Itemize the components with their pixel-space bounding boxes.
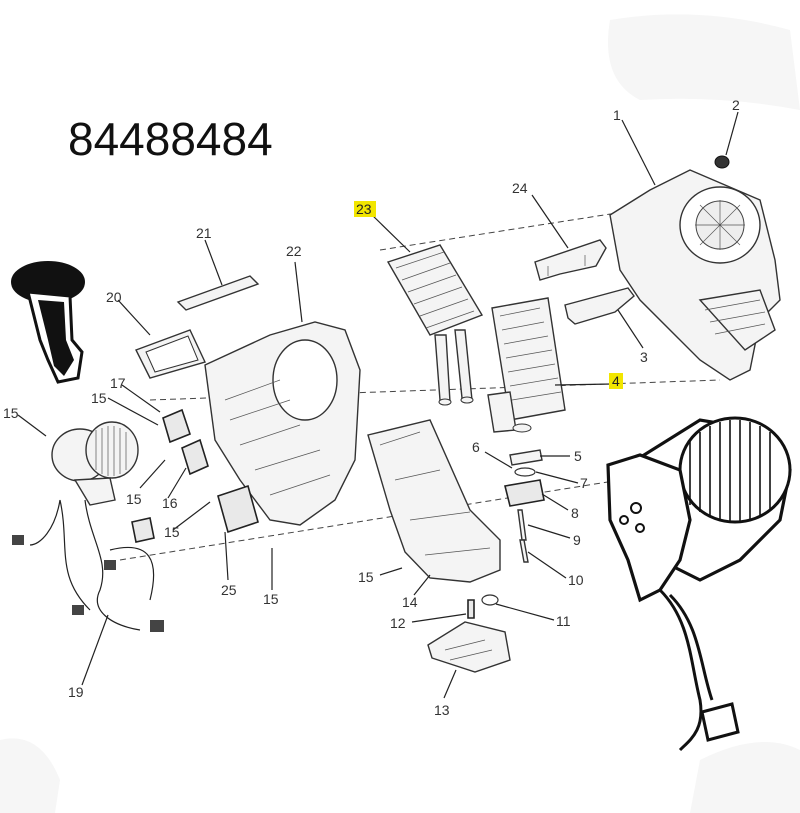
part-drain-housing [427,621,511,673]
callout-15-f: 15 [263,591,279,607]
part-upper-bracket [534,239,607,281]
part-seal-frame [135,329,206,379]
callout-14: 14 [402,594,418,610]
callout-16: 16 [162,495,178,511]
part-main-housing [204,321,361,526]
callout-labels: 1 2 3 4 5 6 7 8 9 10 11 12 13 14 15 15 1… [3,97,740,718]
part-blower-motor-small [51,421,139,506]
part-upper-housing [609,169,781,381]
callout-6: 6 [472,439,480,455]
callout-3: 3 [640,349,648,365]
callout-1: 1 [613,107,621,123]
callout-23-highlight [354,201,376,217]
part-grommet [714,155,730,169]
callout-10: 10 [568,572,584,588]
callout-2: 2 [732,97,740,113]
part-actuator-lower [181,438,209,476]
background-smudge [608,14,800,110]
callout-11: 11 [556,613,571,629]
part-connector [131,517,155,543]
leader-lines [17,111,739,699]
part-wiring-harness [12,499,164,632]
callout-20: 20 [106,289,122,305]
callout-21: 21 [196,225,212,241]
callout-9: 9 [573,532,581,548]
part-drain-tube [517,509,527,541]
alignment-line [379,199,701,251]
callout-7: 7 [580,475,588,491]
callout-8: 8 [571,505,579,521]
part-blower-resistor [217,484,259,534]
part-valve-seal [509,449,543,466]
callout-5: 5 [574,448,582,464]
callout-15-e: 15 [164,524,180,540]
callout-4-highlight [609,373,623,389]
part-filter [176,275,260,311]
part-actuator-upper [162,408,191,444]
callout-13: 13 [434,702,450,718]
callout-17: 17 [110,375,126,391]
callout-15-d: 15 [126,491,142,507]
callout-25: 25 [221,582,237,598]
part-number-title: 84488484 [68,113,273,165]
background-smudge [0,738,60,813]
callout-19: 19 [68,684,84,700]
callout-22: 22 [286,243,302,259]
pointer-icon [11,261,85,384]
callout-23: 23 [356,201,372,217]
part-stud [519,539,529,563]
part-blower-motor-large [606,416,792,752]
part-expansion-valve [504,479,545,507]
part-lower-bracket [564,287,635,325]
callout-24: 24 [512,180,528,196]
part-screw [467,599,475,619]
part-evaporator-core [487,297,566,433]
part-o-ring [514,467,536,477]
callout-15-c: 15 [91,390,107,406]
callout-15-a: 15 [358,569,374,585]
part-heater-core [386,244,484,406]
callout-12: 12 [390,615,406,631]
part-lower-case [367,419,501,583]
callout-15-b: 15 [3,405,19,421]
background-smudge [690,742,800,813]
alignment-line [119,479,621,561]
callout-4: 4 [612,373,620,389]
part-clip [481,594,499,606]
